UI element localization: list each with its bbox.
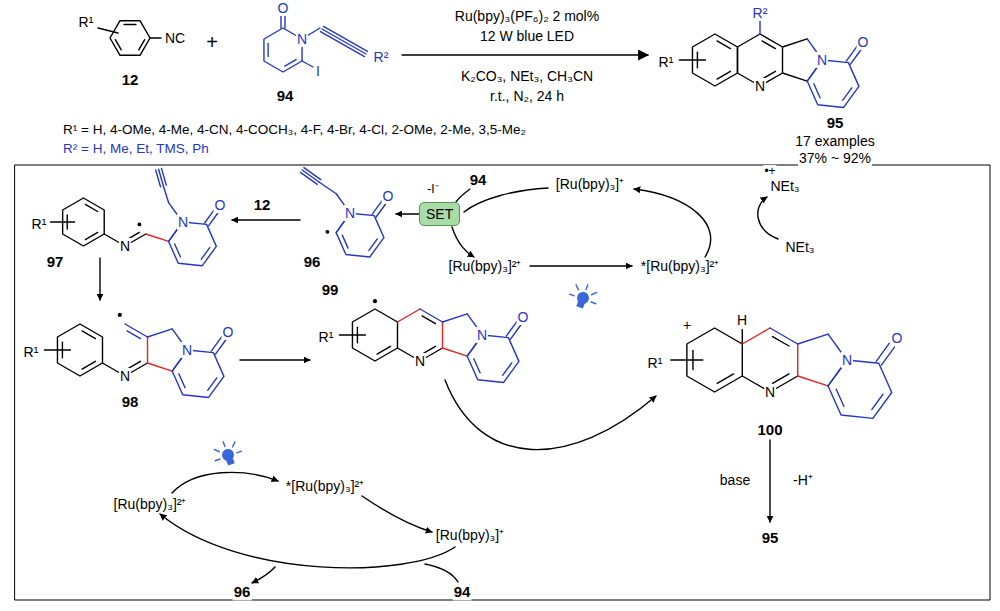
charge-label: •+	[763, 165, 776, 179]
led-icon	[566, 280, 601, 312]
condition-text: *[Ru(bpy)₃]²⁺	[640, 258, 720, 274]
substituent-list: R¹ = H, 4-OMe, 4-Me, 4-CN, 4-COCH₃, 4-F,…	[62, 122, 527, 138]
radical-structure	[300, 168, 386, 257]
compound-number: 94	[453, 583, 472, 600]
condition-text: 37% ~ 92%	[798, 150, 872, 166]
led-icon	[210, 437, 245, 469]
condition-text: [Ru(bpy)₃]²⁺	[448, 258, 523, 274]
compound-number: 95	[761, 529, 780, 546]
vinyl-radical-structure	[44, 313, 226, 398]
reaction-arrow	[402, 54, 648, 55]
condition-text: [Ru(bpy)₃]⁺	[435, 527, 505, 543]
atom-label: R¹	[647, 355, 664, 371]
atom-label: +	[682, 317, 692, 333]
compound-number: 12	[121, 71, 140, 88]
condition-text: *[Ru(bpy)₃]²⁺	[285, 478, 365, 494]
atom-label: O	[382, 188, 395, 204]
condition-text: [Ru(bpy)₃]²⁺	[113, 496, 188, 512]
atom-label: N	[181, 342, 193, 358]
cyclized-radical-structure	[339, 299, 521, 382]
compound-number: 99	[321, 281, 340, 298]
imidoyl-radical-structure	[51, 168, 219, 265]
compound-number: 95	[826, 114, 845, 131]
atom-label: N	[476, 327, 488, 343]
mechanism-arrows	[100, 188, 778, 583]
cation-structure	[671, 328, 895, 418]
atom-label: N	[754, 78, 766, 94]
condition-text: r.t., N₂, 24 h	[489, 88, 565, 104]
atom-label: N	[764, 384, 776, 400]
atom-label: O	[222, 324, 235, 340]
atom-label: N	[119, 238, 131, 254]
compound-number: 98	[121, 393, 140, 410]
substituent-list: R² = H, Me, Et, TMS, Ph	[62, 141, 210, 157]
atom-label: R¹	[23, 344, 40, 360]
node-text: SET	[426, 206, 453, 222]
atom-label: N	[816, 52, 828, 68]
condition-text: -H⁺	[792, 472, 814, 488]
atom-label: O	[857, 34, 870, 50]
atom-label: N	[296, 31, 308, 47]
condition-text: K₂CO₃, NEt₃, CH₃CN	[460, 68, 594, 84]
mechanism-frame	[15, 165, 990, 600]
atom-label: N	[177, 214, 189, 230]
atom-label: R¹	[31, 216, 48, 232]
atom-label: N	[841, 352, 853, 368]
product-structure	[679, 21, 861, 107]
compound-number: 97	[46, 253, 65, 270]
charge-label: -I⁻	[426, 183, 439, 197]
condition-text: 12 W blue LED	[479, 28, 575, 44]
atom-label: O	[214, 197, 227, 213]
atom-label: O	[277, 0, 290, 16]
compound-number: 100	[756, 421, 783, 438]
condition-text: base	[719, 472, 751, 488]
condition-text: Ru(bpy)₃(PF₆)₂ 2 mol%	[454, 8, 600, 24]
condition-text: NEt₃	[769, 178, 800, 194]
atom-label: R²	[373, 49, 390, 65]
atom-label: I	[315, 63, 321, 79]
atom-label: H	[736, 312, 748, 328]
condition-text: [Ru(bpy)₃]⁺	[555, 176, 625, 192]
atom-label: N	[414, 353, 426, 369]
set-box: SET	[419, 202, 460, 226]
compound-number: 12	[253, 196, 272, 213]
atom-label: O	[517, 309, 530, 325]
compound-number: 96	[303, 253, 322, 270]
atom-label: NC	[164, 30, 186, 46]
condition-text: NEt₃	[784, 239, 815, 255]
compound-number: 94	[276, 87, 295, 104]
atom-label: R¹	[78, 14, 95, 30]
compound-number: 96	[233, 583, 252, 600]
atom-label: N	[119, 368, 131, 384]
atom-label: R¹	[318, 329, 335, 345]
plus-sign: +	[205, 31, 219, 54]
atom-label: R²	[752, 5, 769, 21]
isocyanide-structure	[98, 21, 161, 56]
condition-text: 17 examples	[794, 133, 875, 149]
atom-label: O	[891, 330, 904, 346]
atom-label: N	[344, 205, 356, 221]
atom-label: R¹	[658, 54, 675, 70]
compound-number: 94	[469, 171, 488, 188]
